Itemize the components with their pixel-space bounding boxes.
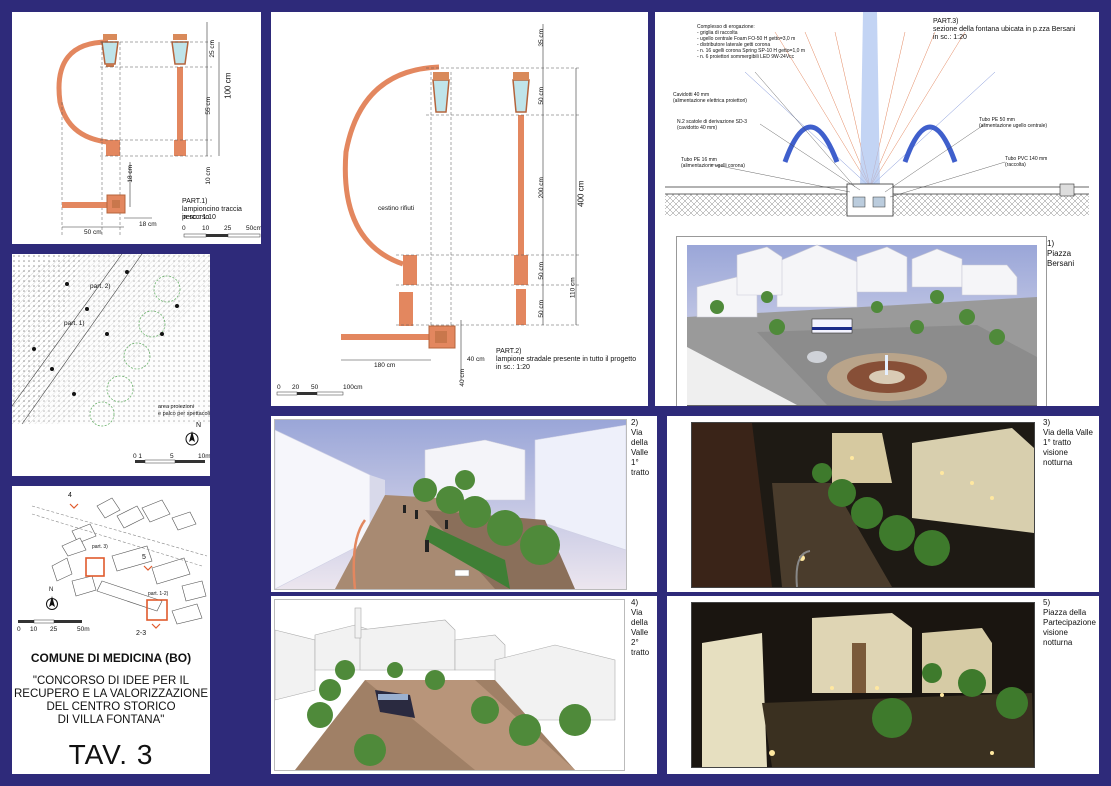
keymap-n5: 5 <box>142 554 146 561</box>
view3-caption: 3) Via della Valle 1° tratto visione not… <box>1043 418 1093 467</box>
view2-caption: 2) Via della Valle 1° tratto <box>631 418 650 477</box>
concorso-title: "CONCORSO DI IDEE PER IL RECUPERO E LA V… <box>13 675 209 726</box>
p2-dim-50b: 50 cm <box>538 261 546 280</box>
view5-panel: 5) Piazza della Partecipazione visione n… <box>667 596 1099 774</box>
plan-scale-5: 5 <box>170 453 174 460</box>
part2-scale: in sc.: 1:20 <box>496 364 530 371</box>
site-plan-north-icon <box>185 431 199 446</box>
part2-scalebar <box>276 391 344 396</box>
view2-panel: 2) Via della Valle 1° tratto <box>271 416 657 592</box>
comune-title: COMUNE DI MEDICINA (BO) <box>30 651 192 665</box>
part3-note-tubo50: Tubo PE 50 mm (alimentazione ugello cent… <box>979 117 1048 129</box>
part1-scalebar <box>183 233 261 238</box>
part2-title: PART.2) <box>496 348 522 355</box>
keymap-n4: 4 <box>68 492 72 499</box>
part2-scale-50: 50 <box>311 384 319 391</box>
view1-frame <box>676 236 1047 406</box>
keymap-drawing <box>18 497 208 629</box>
part1-scale-50: 50cm <box>246 225 261 232</box>
view4-render <box>275 600 624 770</box>
keymap-scale-25: 25 <box>50 626 58 633</box>
part1-drawing <box>56 22 261 238</box>
view2-render <box>275 420 626 589</box>
part2-scale-100: 100cm <box>343 384 363 391</box>
part2-drawing <box>276 24 581 396</box>
site-plan-panel: part. 2) part. 1) area proiezioni e palc… <box>12 254 210 476</box>
view5-frame <box>691 602 1035 768</box>
p2-dim-180: 180 cm <box>374 362 396 369</box>
plan-part2-label: part. 2) <box>90 283 111 290</box>
p2-dim-40b: 40 cm <box>459 368 467 387</box>
view3-panel: 3) Via della Valle 1° tratto visione not… <box>667 416 1099 592</box>
p2-dim-200: 200 cm <box>537 177 545 199</box>
part2-scale-20: 20 <box>292 384 300 391</box>
site-plan-scalebar <box>135 459 205 464</box>
part2-scale-0: 0 <box>277 384 281 391</box>
view3-frame <box>691 422 1035 588</box>
part3-note-irrigation: Complesso di erogazione: - griglia di ra… <box>697 24 805 60</box>
plan-area-label: area proiezioni e palco per spettacoli <box>158 404 210 417</box>
p2-dim-110: 110 cm <box>569 277 577 299</box>
part1-scale: in sc.: 1:10 <box>182 214 216 221</box>
keymap-scale-10: 10 <box>30 626 38 633</box>
keymap-scalebar <box>18 619 82 624</box>
dim-50: 50 cm <box>84 229 102 236</box>
part2-cestino: cestino rifiuti <box>378 205 415 212</box>
p2-dim-400: 400 cm <box>576 180 586 207</box>
keymap-north-icon <box>46 596 58 610</box>
p2-dim-50a: 50 cm <box>538 86 546 105</box>
dim-18b: 18 cm <box>139 221 157 228</box>
view5-render <box>692 603 1034 767</box>
part1-panel: 25 cm 100 cm 55 cm 10 cm 18 cm 50 cm 18 … <box>12 12 261 244</box>
plan-part1-label: part. 1) <box>64 320 85 327</box>
keymap-panel: 4 5 2-3 part. 3) part. 1-2) N 0 10 25 50… <box>12 486 210 641</box>
part1-scale-25: 25 <box>224 225 232 232</box>
keymap-scale-50: 50m <box>77 626 90 633</box>
part3-subtitle: sezione della fontana ubicata in p.zza B… <box>933 26 1076 33</box>
part3-scale: in sc.: 1:20 <box>933 34 967 41</box>
part3-drawing <box>665 12 1089 217</box>
keymap-part12: part. 1-2) <box>148 591 169 597</box>
plan-north-label: N <box>196 422 202 429</box>
p2-dim-50c: 50 cm <box>538 299 546 318</box>
part3-panel: Complesso di erogazione: - griglia di ra… <box>655 12 1099 406</box>
view1-caption: 1) Piazza Bersani <box>1047 239 1075 268</box>
view4-panel: 4) Via della Valle 2° tratto <box>271 596 657 774</box>
view4-caption: 4) Via della Valle 2° tratto <box>631 598 650 657</box>
part2-subtitle: lampione stradale presente in tutto il p… <box>496 356 637 363</box>
view5-caption: 5) Piazza della Partecipazione visione n… <box>1043 598 1096 647</box>
view2-frame <box>274 419 627 590</box>
part1-scale-0: 0 <box>182 225 186 232</box>
part1-scale-10: 10 <box>202 225 210 232</box>
plan-scale-0: 0 1 <box>133 453 143 460</box>
site-plan-drawing <box>12 254 210 464</box>
part3-note-tubo16: Tubo PE 16 mm (alimentazione ugelli coro… <box>681 157 745 169</box>
dim-18a: 18 cm <box>127 164 135 183</box>
part3-note-pvc: Tubo PVC 140 mm (raccolta) <box>1005 156 1048 168</box>
keymap-scale-0: 0 <box>17 626 21 633</box>
part3-title: PART.3) <box>933 18 959 25</box>
p2-dim-40a: 40 cm <box>467 356 485 363</box>
dim-55: 55 cm <box>205 96 213 115</box>
part3-note-cavidotti: Cavidotti 40 mm (alimentazione elettrica… <box>673 92 747 104</box>
dim-10: 10 cm <box>205 166 213 185</box>
view3-render <box>692 423 1034 587</box>
keymap-part3: part. 3) <box>92 544 108 550</box>
part1-title: PART.1) <box>182 198 208 205</box>
part2-panel: 35 cm 50 cm 200 cm 400 cm 50 cm 110 cm 5… <box>271 12 648 406</box>
dim-100: 100 cm <box>223 72 233 99</box>
plan-scale-10: 10m <box>198 453 210 460</box>
view1-render <box>687 244 1037 406</box>
title-block: COMUNE DI MEDICINA (BO) "CONCORSO DI IDE… <box>12 641 210 774</box>
part3-note-scatole: N.2 scatole di derivazione SD-3 (cavidot… <box>677 119 748 131</box>
dim-25: 25 cm <box>209 39 217 58</box>
tav-number: TAV. 3 <box>68 739 154 770</box>
keymap-north-label: N <box>49 587 54 593</box>
keymap-n23: 2-3 <box>136 630 147 637</box>
view4-frame <box>274 599 625 771</box>
part1-subtitle: lampioncino traccia percorso <box>182 206 242 221</box>
p2-dim-35: 35 cm <box>538 28 546 47</box>
